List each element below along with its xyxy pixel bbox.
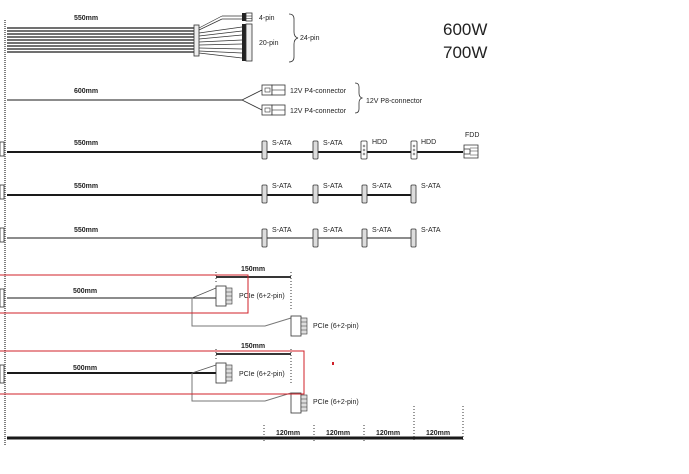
- cable-atx: 550mm 4-pin 20-pin 24-pin: [7, 12, 320, 63]
- atx-sleeve-clamp: [193, 24, 200, 57]
- highlight-box: [0, 274, 249, 314]
- connector-label: HDD: [372, 139, 387, 146]
- fdd-label: FDD: [465, 132, 479, 139]
- connector-sata: [312, 228, 319, 248]
- peripheral-length-label: 550mm: [74, 140, 98, 147]
- pcie-1-branch-wire: [191, 298, 292, 327]
- connector-sata: [261, 140, 268, 160]
- connector-pcie: [215, 362, 233, 384]
- eps-group-label: 12V P8-connector: [366, 98, 423, 105]
- scale-segment-label: 120mm: [376, 430, 400, 437]
- atx-20pin-label: 20-pin: [259, 40, 279, 47]
- pcie-1-length-label: 500mm: [73, 288, 97, 295]
- connector-label: S-ATA: [272, 227, 292, 234]
- eps-p4-a-label: 12V P4-connector: [290, 88, 347, 95]
- connector-sata: [410, 228, 417, 248]
- psu-port: [0, 141, 5, 157]
- atx-fanout: [198, 15, 243, 59]
- connector-label: S-ATA: [323, 140, 343, 147]
- connector-pcie: [290, 315, 308, 337]
- wattage-600: 600W: [443, 20, 487, 39]
- highlight-box: [0, 350, 305, 395]
- connector-sata: [261, 228, 268, 248]
- atx-length-label: 550mm: [74, 15, 98, 22]
- atx-wire-bundle: [7, 27, 194, 53]
- connector-p4-a: [261, 84, 286, 96]
- scale-segment-label: 120mm: [326, 430, 350, 437]
- connector-label: S-ATA: [323, 183, 343, 190]
- atx-4pin-label: 4-pin: [259, 15, 275, 22]
- connector-fdd: [463, 144, 479, 159]
- atx-group-label: 24-pin: [300, 35, 320, 42]
- eps-group-brace: [354, 82, 364, 114]
- pcie-2-branch-wire: [191, 373, 292, 402]
- connector-sata: [312, 140, 319, 160]
- wattage-700: 700W: [443, 43, 487, 62]
- connector-label: S-ATA: [272, 183, 292, 190]
- connector-label: S-ATA: [323, 227, 343, 234]
- connector-molex: [410, 140, 418, 160]
- pcie-1-branch-length-label: 150mm: [241, 266, 265, 273]
- connector-label: S-ATA: [372, 183, 392, 190]
- spacing-scale: 120mm 120mm 120mm 120mm: [7, 406, 464, 442]
- connector-sata: [361, 184, 368, 204]
- connector-p4-b: [261, 104, 286, 116]
- connector-sata: [410, 184, 417, 204]
- cable-pcie-1: 500mm PCIe (6+2-pin) PCIe (6+2-pin) 150m…: [0, 266, 359, 337]
- connector-label: S-ATA: [421, 227, 441, 234]
- cable-pcie-2: 500mm PCIe (6+2-pin) PCIe (6+2-pin) 150m…: [0, 343, 359, 414]
- connector-label: PCIe (6+2-pin): [313, 323, 359, 330]
- highlight-dot: [332, 362, 334, 365]
- eps-length-label: 600mm: [74, 88, 98, 95]
- psu-port: [0, 184, 5, 200]
- scale-segment-label: 120mm: [276, 430, 300, 437]
- connector-pcie: [290, 392, 308, 414]
- connector-label: S-ATA: [272, 140, 292, 147]
- psu-port: [0, 364, 5, 384]
- connector-label: PCIe (6+2-pin): [239, 371, 285, 378]
- connector-sata: [361, 228, 368, 248]
- connector-label: S-ATA: [372, 227, 392, 234]
- connector-label: HDD: [421, 139, 436, 146]
- connector-label: PCIe (6+2-pin): [313, 399, 359, 406]
- eps-p4-b-label: 12V P4-connector: [290, 108, 347, 115]
- cable-sata-2: 550mm S-ATA S-ATA S-ATA S-ATA: [0, 227, 441, 248]
- cable-sata-1: 550mm S-ATA S-ATA S-ATA S-ATA: [0, 183, 441, 204]
- pcie-2-length-label: 500mm: [73, 365, 97, 372]
- cable-eps: 600mm 12V P4-connector 12V P4-connector …: [7, 82, 423, 116]
- scale-segment-label: 120mm: [426, 430, 450, 437]
- pcie-2-branch-length-label: 150mm: [241, 343, 265, 350]
- connector-sata: [261, 184, 268, 204]
- connector-20pin: [242, 23, 253, 62]
- psu-port: [0, 227, 5, 243]
- psu-port: [0, 288, 5, 308]
- connector-molex: [360, 140, 368, 160]
- connector-pcie: [215, 285, 233, 307]
- sata-1-length-label: 550mm: [74, 183, 98, 190]
- sata-2-length-label: 550mm: [74, 227, 98, 234]
- atx-group-brace: [288, 13, 299, 63]
- connector-label: S-ATA: [421, 183, 441, 190]
- connector-4pin: [242, 12, 253, 22]
- connector-label: PCIe (6+2-pin): [239, 293, 285, 300]
- connector-sata: [312, 184, 319, 204]
- cable-peripheral: 550mm S-ATA S-ATA HDD HDD FDD: [0, 132, 479, 160]
